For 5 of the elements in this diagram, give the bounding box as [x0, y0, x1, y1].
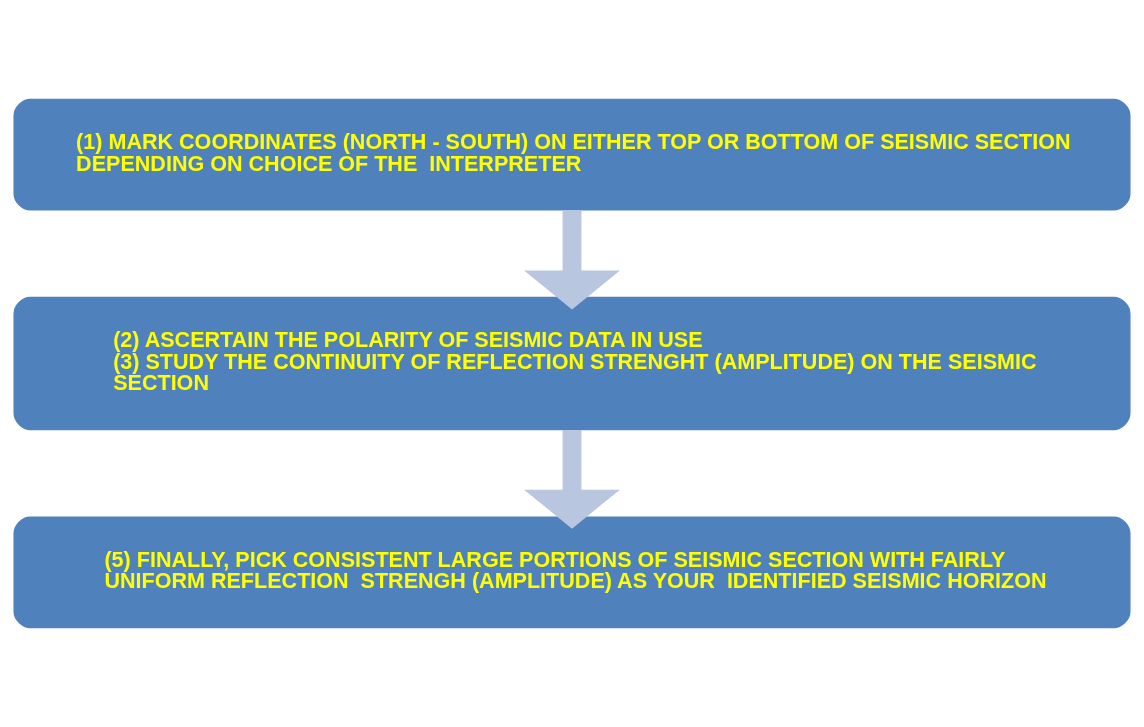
arrow: [524, 210, 620, 310]
arrow: [524, 430, 620, 529]
node-box: (2) ASCERTAIN THE POLARITY OF SEISMIC DATA IN USE (3) STUDY THE CONTINUITY OF REFLECTION STRENGHT (AMPLITUDE) ON THE SEISMIC SECTION: [13, 296, 1131, 431]
node-box: (5) FINALLY, PICK CONSISTENT LARGE PORTIONS OF SEISMIC SECTION WITH FAIRLY UNIFORM REFLECTION STRENGH (AMPLITUDE) AS YOUR IDENTIFIED SEISMIC HORIZON: [13, 516, 1131, 629]
node-box: (1) MARK COORDINATES (NORTH - SOUTH) ON EITHER TOP OR BOTTOM OF SEISMIC SECTION DEPENDING ON CHOICE OF THE INTERPRETER: [13, 98, 1131, 211]
